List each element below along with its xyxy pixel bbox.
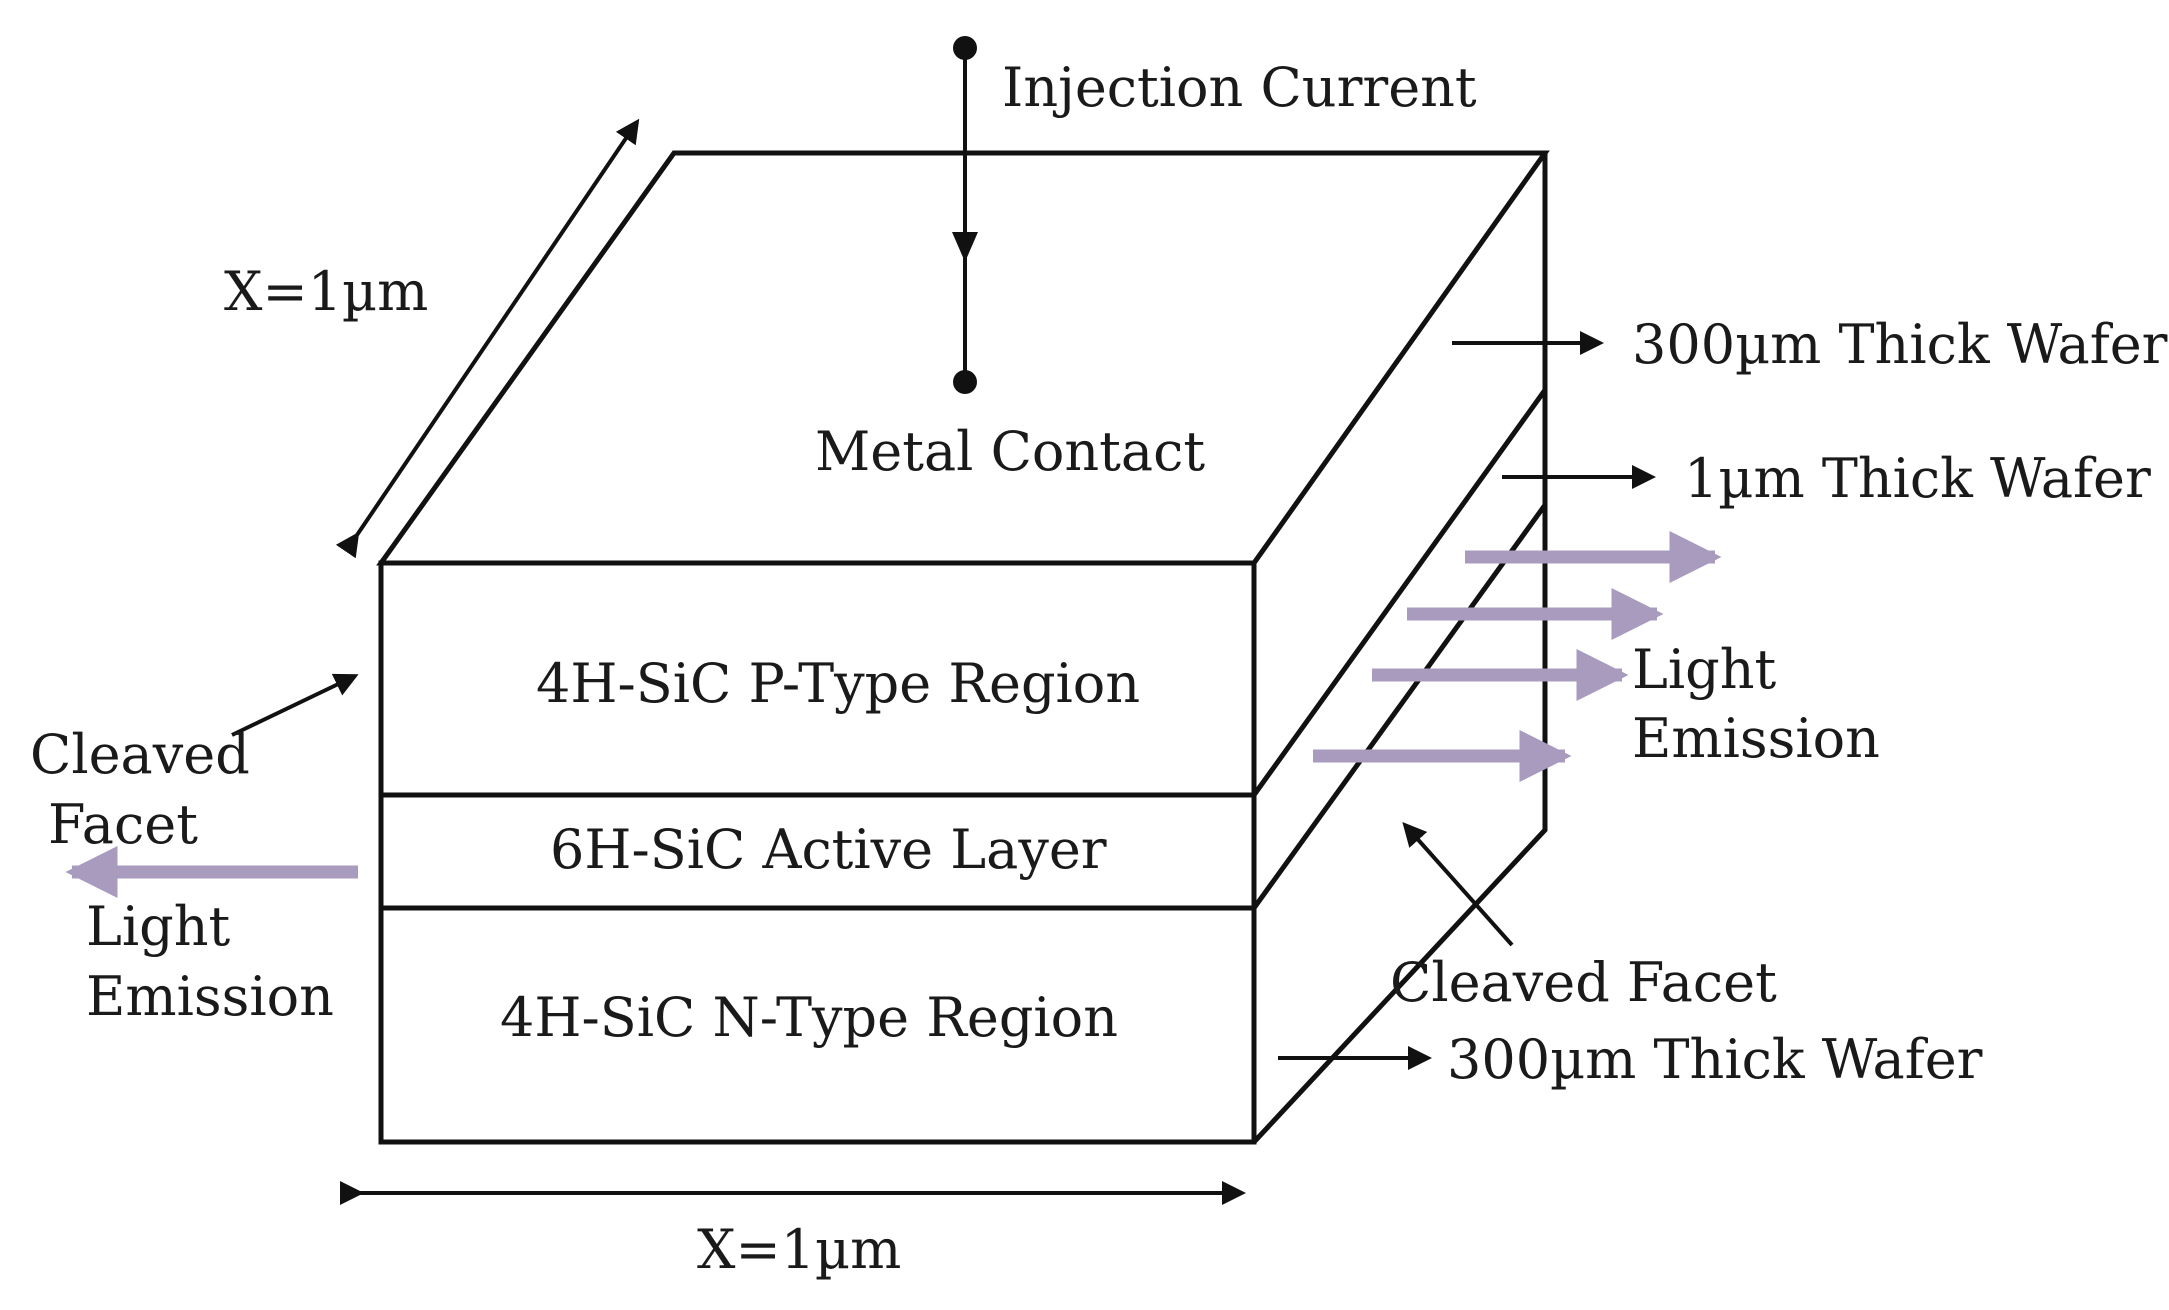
device-box <box>376 150 1550 1145</box>
right-light-emission-arrows <box>1313 531 1722 782</box>
active-layer-label: 6H-SiC Active Layer <box>550 818 1107 881</box>
right-facet-label: Cleaved Facet <box>1390 951 1777 1014</box>
box-front-face <box>378 560 1257 1145</box>
injection-current-label: Injection Current <box>1002 56 1477 119</box>
width-dimension-label: X=1µm <box>697 1218 901 1281</box>
left-light-label-line2: Emission <box>86 965 334 1028</box>
right-facet-pointer <box>1402 822 1514 947</box>
probe-arrowhead <box>952 232 978 262</box>
right-light-label-line2: Emission <box>1632 707 1880 770</box>
injection-probe <box>952 36 978 394</box>
left-facet-label-line2: Facet <box>48 793 198 856</box>
layer-boundary-side-bottom <box>1251 503 1548 910</box>
left-light-label-line1: Light <box>86 895 230 958</box>
p-type-region-label: 4H-SiC P-Type Region <box>536 652 1140 715</box>
wafer-middle-label: 1µm Thick Wafer <box>1684 447 2151 510</box>
depth-dimension-label: X=1µm <box>224 260 428 323</box>
metal-contact-label: Metal Contact <box>815 420 1205 483</box>
right-light-label-line1: Light <box>1632 638 1776 701</box>
probe-contact-dot <box>953 370 977 394</box>
layer-boundary-side-top <box>1251 388 1548 797</box>
depth-dimension-arrow <box>335 118 640 559</box>
left-facet-pointer <box>231 673 359 737</box>
wafer-top-label: 300µm Thick Wafer <box>1632 313 2168 376</box>
probe-top-dot <box>953 36 977 60</box>
wafer-bottom-label: 300µm Thick Wafer <box>1447 1028 1983 1091</box>
box-right-face <box>1252 153 1548 1144</box>
left-facet-label-line1: Cleaved <box>30 723 250 786</box>
n-type-region-label: 4H-SiC N-Type Region <box>500 986 1118 1049</box>
